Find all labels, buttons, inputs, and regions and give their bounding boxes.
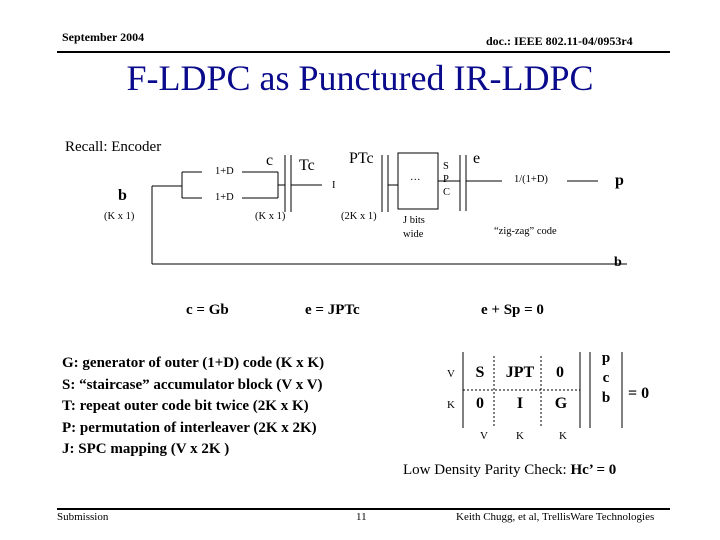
output-b-label: b bbox=[614, 255, 622, 270]
matrix-cell-s: S bbox=[475, 364, 485, 381]
spc-letters: S P C bbox=[443, 160, 450, 199]
jbits-label: J bits wide bbox=[403, 215, 425, 240]
matrix-equals-zero: = 0 bbox=[628, 385, 650, 402]
outer-code-2: 1+D bbox=[215, 192, 234, 203]
def-g: G: generator of outer (1+D) code (K x K) bbox=[62, 355, 325, 371]
matrix-cell-i: I bbox=[516, 395, 524, 412]
def-j: J: SPC mapping (V x 2K ) bbox=[62, 441, 230, 457]
footer-page-number: 11 bbox=[356, 511, 367, 523]
tc-label: Tc bbox=[299, 157, 315, 174]
e-label: e bbox=[473, 150, 481, 167]
footer-submission: Submission bbox=[57, 511, 109, 523]
output-p-label: p bbox=[615, 172, 624, 189]
matrix-cell-jpt: JPT bbox=[505, 364, 535, 381]
matrix-col-v: V bbox=[480, 430, 488, 442]
c-label: c bbox=[266, 152, 274, 169]
page-title: F-LDPC as Punctured IR-LDPC bbox=[126, 58, 594, 98]
matrix-cell-0b: 0 bbox=[476, 395, 484, 412]
ldpc-statement: Low Density Parity Check: Hc’ = 0 bbox=[403, 462, 616, 479]
equation-parity: e + Sp = 0 bbox=[481, 302, 544, 318]
matrix-col-k2: K bbox=[559, 430, 567, 442]
equation-e: e = JPTc bbox=[305, 302, 360, 318]
ptc-label: PTc bbox=[349, 150, 374, 167]
def-p: P: permutation of interleaver (2K x 2K) bbox=[62, 419, 317, 436]
input-b-label: b bbox=[118, 187, 127, 204]
matrix-row-k: K bbox=[447, 399, 455, 411]
spc-p: P bbox=[443, 174, 449, 185]
def-s: S: “staircase” accumulator block (V x V) bbox=[62, 376, 323, 393]
def-t: T: repeat outer code bit twice (2K x K) bbox=[62, 398, 309, 414]
matrix-cell-0a: 0 bbox=[556, 364, 564, 381]
header-doc-id: doc.: IEEE 802.11-04/0953r4 bbox=[486, 34, 633, 48]
matrix-row-v: V bbox=[447, 368, 455, 380]
header-date: September 2004 bbox=[62, 30, 145, 44]
outer-code-1: 1+D bbox=[215, 166, 234, 177]
interleaver-i-label: I bbox=[332, 180, 336, 191]
recall-label: Recall: Encoder bbox=[65, 139, 162, 155]
vector-pcb: p c b bbox=[601, 350, 611, 406]
spc-dots: … bbox=[410, 172, 421, 183]
zigzag-label: “zig-zag” code bbox=[494, 226, 557, 237]
ptc-dim-label: (2K x 1) bbox=[341, 211, 377, 222]
accumulator-label: 1/(1+D) bbox=[514, 174, 548, 185]
c-dim-label: (K x 1) bbox=[255, 211, 286, 222]
spc-c: C bbox=[443, 187, 451, 198]
header-rule bbox=[57, 51, 670, 53]
ldpc-label: Low Density Parity Check: bbox=[403, 462, 571, 478]
definitions-list: G: generator of outer (1+D) code (K x K)… bbox=[62, 353, 324, 461]
matrix-cell-g: G bbox=[554, 395, 568, 412]
equation-c: c = Gb bbox=[186, 302, 229, 318]
input-dim-label: (K x 1) bbox=[104, 211, 135, 222]
footer-authors: Keith Chugg, et al, TrellisWare Technolo… bbox=[456, 511, 655, 523]
footer-rule bbox=[57, 508, 670, 510]
ldpc-equation: Hc’ = 0 bbox=[570, 462, 617, 478]
matrix-col-k1: K bbox=[516, 430, 524, 442]
spc-s: S bbox=[443, 161, 449, 172]
